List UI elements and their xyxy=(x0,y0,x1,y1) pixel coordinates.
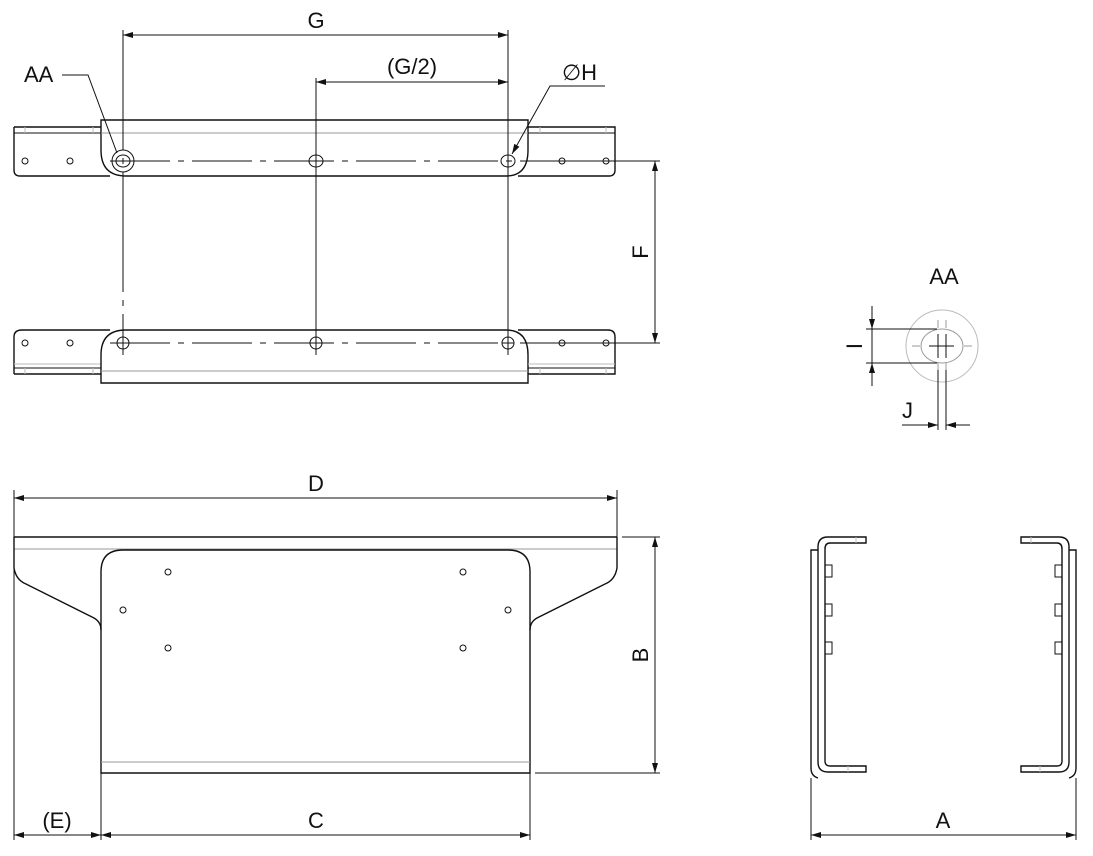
front-view: D B (E) C xyxy=(13,471,660,840)
dimension-d-label: D xyxy=(308,471,324,496)
dimension-j-label: J xyxy=(902,398,913,423)
detail-aa-callout: AA xyxy=(24,62,54,87)
side-view: A xyxy=(810,536,1077,840)
detail-aa-view: AA I J xyxy=(842,264,979,430)
dimension-f-label: F xyxy=(628,245,653,258)
dimension-i-label: I xyxy=(842,343,867,349)
dimension-a-label: A xyxy=(936,808,951,833)
dimension-g-half-label: (G/2) xyxy=(387,54,437,79)
dimension-c-label: C xyxy=(308,808,324,833)
upper-rail xyxy=(13,119,616,177)
dimension-e-label: (E) xyxy=(42,808,71,833)
top-view: G (G/2) ∅H AA F xyxy=(13,8,660,384)
lower-rail xyxy=(13,329,616,384)
hole-diameter-label: ∅H xyxy=(562,60,597,85)
dimension-g-label: G xyxy=(307,8,324,33)
detail-title: AA xyxy=(929,264,959,289)
dimension-b-label: B xyxy=(628,648,653,663)
